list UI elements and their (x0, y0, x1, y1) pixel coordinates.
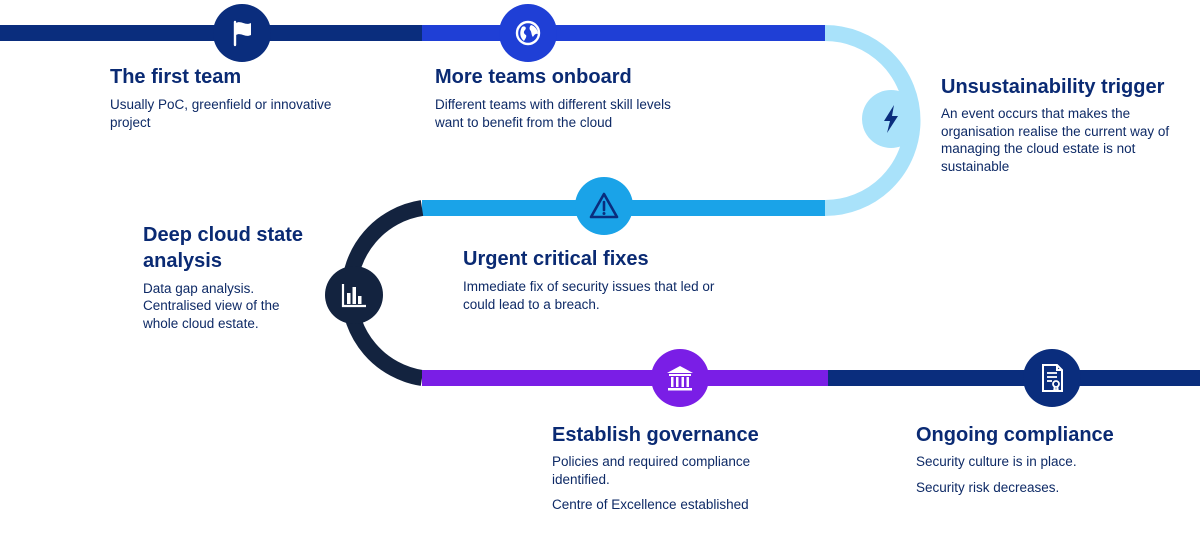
stage-description-text: Centre of Excellence established (552, 497, 749, 512)
stage-node-more-teams (499, 4, 557, 62)
stage-node-urgent-fixes (575, 177, 633, 235)
stage-node-analysis (325, 266, 383, 324)
lightning-bolt-icon (884, 105, 898, 133)
stage-node-governance (651, 349, 709, 407)
stage-title-first-team: The first team (110, 66, 242, 88)
stage-description-text: Different teams with different skill lev… (435, 97, 671, 130)
bar-chart-icon (341, 284, 366, 308)
stage-node-trigger (862, 90, 920, 148)
stage-title-urgent-fixes: Urgent critical fixes (463, 248, 649, 270)
stage-description-text: An event occurs that makes the organisat… (941, 106, 1170, 174)
certificate-document-icon (1042, 364, 1063, 392)
stage-description-text: Security culture is in place. (916, 454, 1077, 469)
stage-description-text: Policies and required compliance identif… (552, 454, 751, 487)
stage-description-text: Centralised view of the whole cloud esta… (143, 298, 280, 331)
stage-title-governance: Establish governance (552, 424, 759, 446)
stage-title-trigger: Unsustainability trigger (941, 76, 1165, 98)
bank-building-icon (667, 366, 693, 391)
flag-icon (233, 20, 251, 47)
stage-title-more-teams: More teams onboard (435, 66, 632, 88)
globe-icon (515, 20, 541, 46)
stage-description-text: Security risk decreases. (916, 480, 1060, 495)
stage-node-compliance (1023, 349, 1081, 407)
stage-description-text: Usually PoC, greenfield or innovative pr… (110, 97, 332, 130)
stage-description-text: Immediate fix of security issues that le… (463, 279, 715, 312)
warning-triangle-icon (589, 192, 619, 219)
stage-title-analysis: Deep cloud state analysis (143, 224, 304, 272)
stage-node-first-team (213, 4, 271, 62)
stage-description-text: Data gap analysis. (143, 281, 255, 296)
stage-title-compliance: Ongoing compliance (916, 424, 1114, 446)
